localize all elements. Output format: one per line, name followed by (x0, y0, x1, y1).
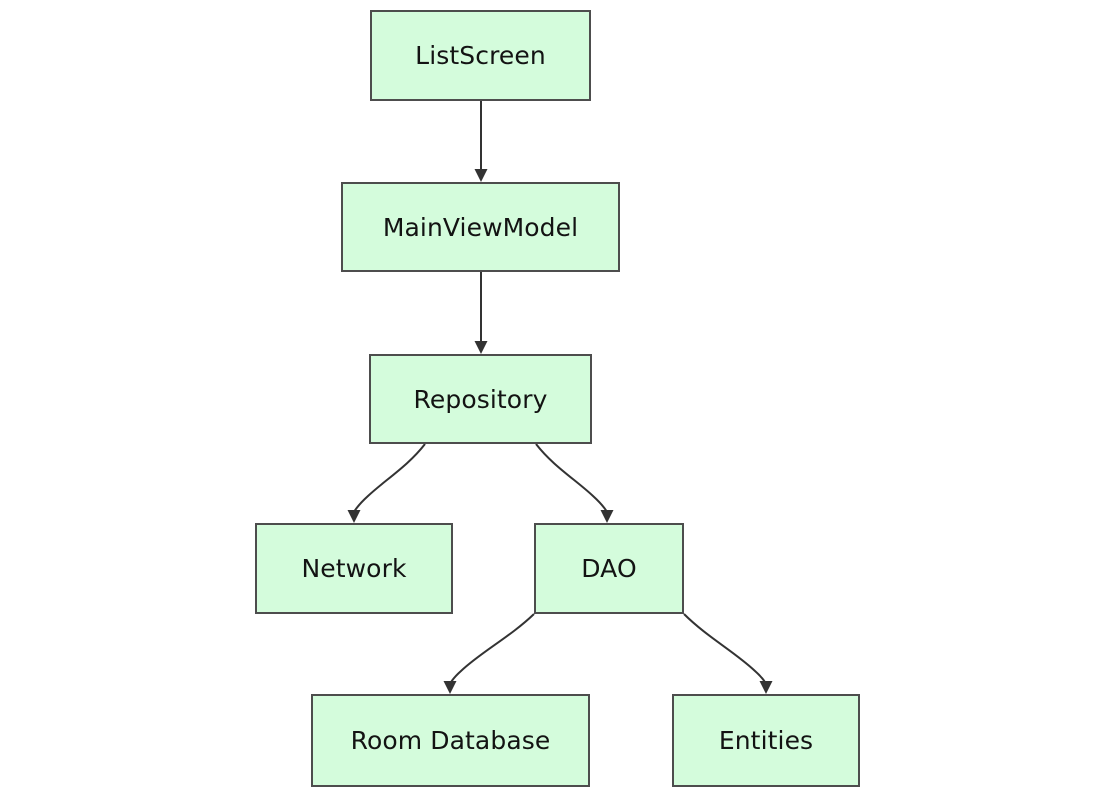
edge-listscreen-to-mainviewmodel (474, 101, 488, 182)
edge-repository-to-dao (535, 443, 614, 523)
node-entities-label: Entities (718, 726, 814, 755)
node-mainviewmodel[interactable]: MainViewModel (341, 182, 620, 272)
node-repository-label: Repository (413, 384, 548, 414)
edge-dao-to-entities (683, 613, 773, 694)
edge-repository-to-network (347, 443, 426, 523)
arrowhead-icon (347, 510, 361, 523)
node-entities[interactable]: Entities (672, 694, 860, 787)
arrowhead-icon (443, 681, 457, 694)
node-roomdatabase[interactable]: Room Database (311, 694, 590, 787)
node-mainviewmodel-label: MainViewModel (382, 212, 579, 242)
edge-dao-to-roomdatabase (443, 613, 535, 694)
node-listscreen[interactable]: ListScreen (370, 10, 591, 101)
edge-mainviewmodel-to-repository (474, 272, 488, 354)
node-listscreen-label: ListScreen (415, 41, 546, 70)
node-dao-label: DAO (581, 554, 637, 583)
node-network-label: Network (301, 554, 407, 583)
arrowhead-icon (474, 169, 488, 182)
arrowhead-icon (600, 510, 614, 523)
arrowhead-icon (759, 681, 773, 694)
node-dao[interactable]: DAO (534, 523, 684, 614)
arrowhead-icon (474, 341, 488, 354)
node-repository[interactable]: Repository (369, 354, 592, 444)
node-network[interactable]: Network (255, 523, 453, 614)
node-roomdatabase-label: Room Database (350, 726, 551, 755)
